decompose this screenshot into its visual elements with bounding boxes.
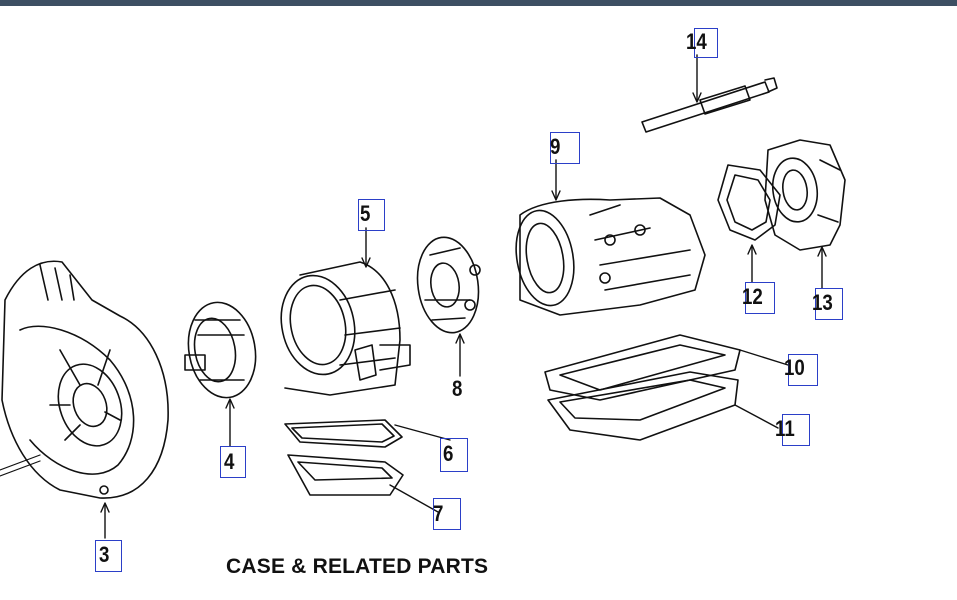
callout-box-11 <box>782 414 810 446</box>
oil-pan-part <box>547 371 739 441</box>
callout-box-14 <box>694 28 718 58</box>
small-pan-gasket-part <box>284 419 403 448</box>
callout-4: 4 <box>224 449 235 474</box>
pump-body-part <box>416 236 481 334</box>
callout-box-7 <box>433 498 461 530</box>
pan-gasket-part <box>544 334 741 401</box>
callout-14: 14 <box>686 29 707 54</box>
callout-box-9 <box>550 132 580 164</box>
callout-3: 3 <box>99 542 110 567</box>
callout-7: 7 <box>433 501 444 526</box>
callout-box-13 <box>815 288 843 320</box>
callout-box-10 <box>788 354 818 386</box>
small-oil-pan-part <box>287 454 404 496</box>
callout-8: 8 <box>452 376 463 401</box>
main-case-part <box>515 197 706 316</box>
oil-pump-part <box>184 301 257 399</box>
output-shaft-part <box>641 77 778 133</box>
callout-10: 10 <box>784 355 805 380</box>
callout-5: 5 <box>360 201 371 226</box>
callout-box-6 <box>440 438 468 472</box>
bell-housing-part <box>0 260 169 499</box>
callout-9: 9 <box>550 134 561 159</box>
extension-housing-part <box>764 139 846 251</box>
callout-box-12 <box>745 282 775 314</box>
callout-6: 6 <box>443 441 454 466</box>
callout-box-5 <box>358 199 385 231</box>
window-top-bar <box>0 0 957 6</box>
callout-13: 13 <box>812 290 833 315</box>
callout-box-3 <box>95 540 122 572</box>
callout-11: 11 <box>775 416 795 441</box>
diagram-caption: CASE & RELATED PARTS <box>226 555 489 578</box>
exploded-parts-diagram <box>0 54 846 539</box>
callout-12: 12 <box>742 284 763 309</box>
extension-gasket-part <box>717 164 781 241</box>
callout-box-4 <box>220 446 246 478</box>
transmission-case-part <box>280 261 411 396</box>
leader-lines <box>100 54 827 539</box>
